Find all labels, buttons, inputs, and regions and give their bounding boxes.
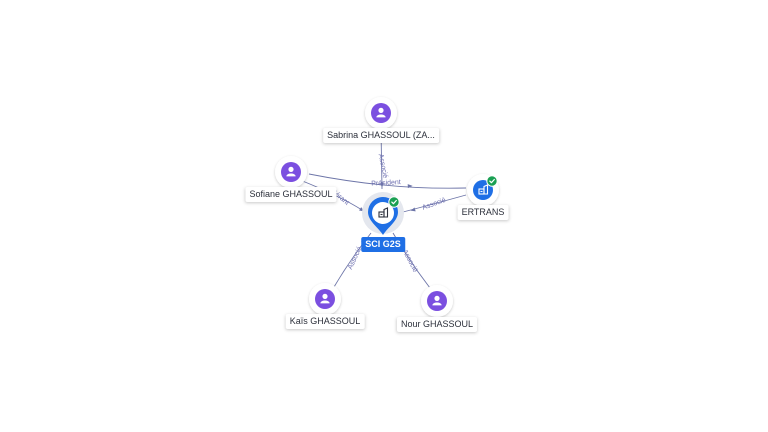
node-sabrina[interactable] <box>365 97 397 129</box>
edge-line <box>402 194 467 213</box>
node-kais[interactable] <box>309 283 341 315</box>
node-label-ertrans[interactable]: ERTRANS <box>457 205 509 220</box>
node-label-nour[interactable]: Nour GHASSOUL <box>396 317 478 332</box>
edge-line <box>308 173 467 189</box>
node-label-sabrina[interactable]: Sabrina GHASSOUL (ZA... <box>323 128 439 143</box>
node-nour[interactable] <box>421 285 453 317</box>
edge-sofiane-ertrans: Président <box>308 173 467 189</box>
edge-label: Associé <box>377 153 389 179</box>
node-ertrans[interactable] <box>467 174 499 206</box>
center-node[interactable] <box>362 192 404 235</box>
edge-label: Associé <box>401 249 419 274</box>
verified-check-icon <box>388 196 400 208</box>
verified-check-icon <box>486 175 498 187</box>
node-sofiane[interactable] <box>275 156 307 188</box>
node-label-kais[interactable]: Kaïs GHASSOUL <box>285 314 365 329</box>
node-label-sofiane[interactable]: Sofiane GHASSOUL <box>245 187 337 202</box>
edge-label: Associé <box>421 197 447 212</box>
edge-label: Président <box>371 179 401 188</box>
edge-ertrans-center: Associé <box>402 194 467 213</box>
center-node-label[interactable]: SCI G2S <box>361 237 405 252</box>
